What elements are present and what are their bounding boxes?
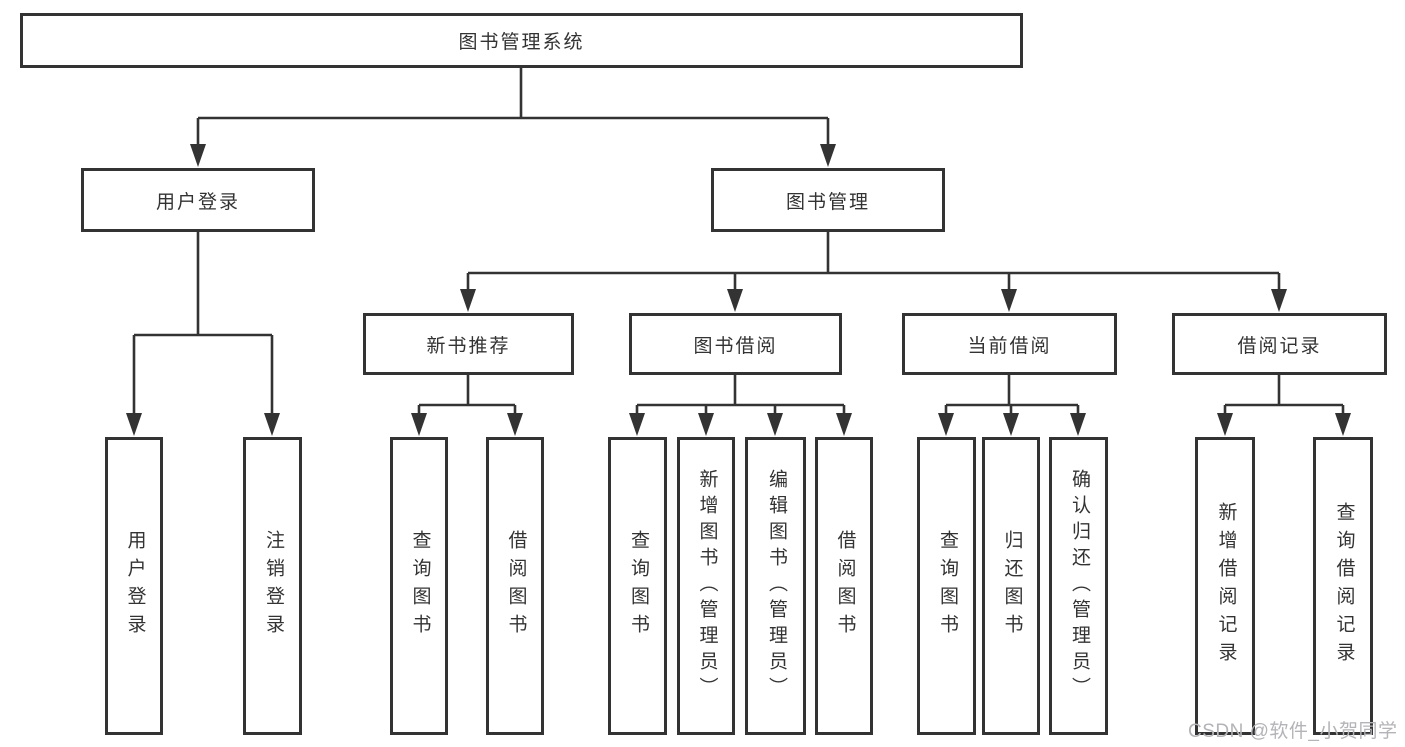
node-borrow-records: 借阅记录: [1172, 313, 1387, 375]
csdn-watermark: CSDN @软件_小贺同学: [1188, 721, 1398, 742]
node-user-login-label: 用户登录: [155, 191, 240, 213]
leaf-borrow-book: 借阅图书: [815, 437, 873, 735]
node-root-label: 图书管理系统: [458, 32, 585, 53]
node-current-borrow-label: 当前借阅: [967, 335, 1052, 357]
node-book-management-label: 图书管理: [785, 191, 870, 213]
leaf-edit-book-admin: 编辑图书（管理员）: [745, 437, 806, 735]
leaf-borrow-book-recommend: 借阅图书: [486, 437, 544, 735]
leaf-query-borrow-record-label: 查询借阅记录: [1333, 502, 1355, 670]
leaf-return-book: 归还图书: [982, 437, 1040, 735]
leaf-confirm-return-admin: 确认归还（管理员）: [1049, 437, 1108, 735]
leaf-query-book-recommend: 查询图书: [390, 437, 448, 735]
leaf-borrow-book-label: 借阅图书: [834, 530, 856, 642]
leaf-add-book-admin-label: 新增图书（管理员）: [696, 469, 718, 703]
node-borrow-records-label: 借阅记录: [1237, 335, 1322, 357]
node-book-management: 图书管理: [711, 168, 945, 232]
leaf-add-book-admin: 新增图书（管理员）: [677, 437, 735, 735]
leaf-user-login-label: 用户登录: [124, 530, 146, 642]
leaf-query-borrow-record: 查询借阅记录: [1313, 437, 1373, 735]
leaf-confirm-return-admin-label: 确认归还（管理员）: [1068, 469, 1090, 703]
leaf-logout-label: 注销登录: [262, 530, 284, 642]
leaf-query-book-borrow: 查询图书: [608, 437, 667, 735]
leaf-borrow-book-recommend-label: 借阅图书: [505, 530, 527, 642]
leaf-query-book-borrow-label: 查询图书: [627, 530, 649, 642]
leaf-user-login: 用户登录: [105, 437, 163, 735]
leaf-return-book-label: 归还图书: [1001, 530, 1023, 642]
leaf-query-book-current-label: 查询图书: [936, 530, 958, 642]
leaf-query-book-current: 查询图书: [917, 437, 976, 735]
leaf-edit-book-admin-label: 编辑图书（管理员）: [765, 469, 787, 703]
node-book-borrow: 图书借阅: [629, 313, 842, 375]
node-book-borrow-label: 图书借阅: [693, 335, 778, 357]
node-new-book-recommend-label: 新书推荐: [426, 335, 511, 357]
leaf-logout: 注销登录: [243, 437, 302, 735]
leaf-add-borrow-record: 新增借阅记录: [1195, 437, 1255, 735]
leaf-add-borrow-record-label: 新增借阅记录: [1215, 502, 1237, 670]
leaf-query-book-recommend-label: 查询图书: [409, 530, 431, 642]
node-root: 图书管理系统: [20, 13, 1023, 68]
node-new-book-recommend: 新书推荐: [363, 313, 574, 375]
node-user-login: 用户登录: [81, 168, 315, 232]
node-current-borrow: 当前借阅: [902, 313, 1117, 375]
